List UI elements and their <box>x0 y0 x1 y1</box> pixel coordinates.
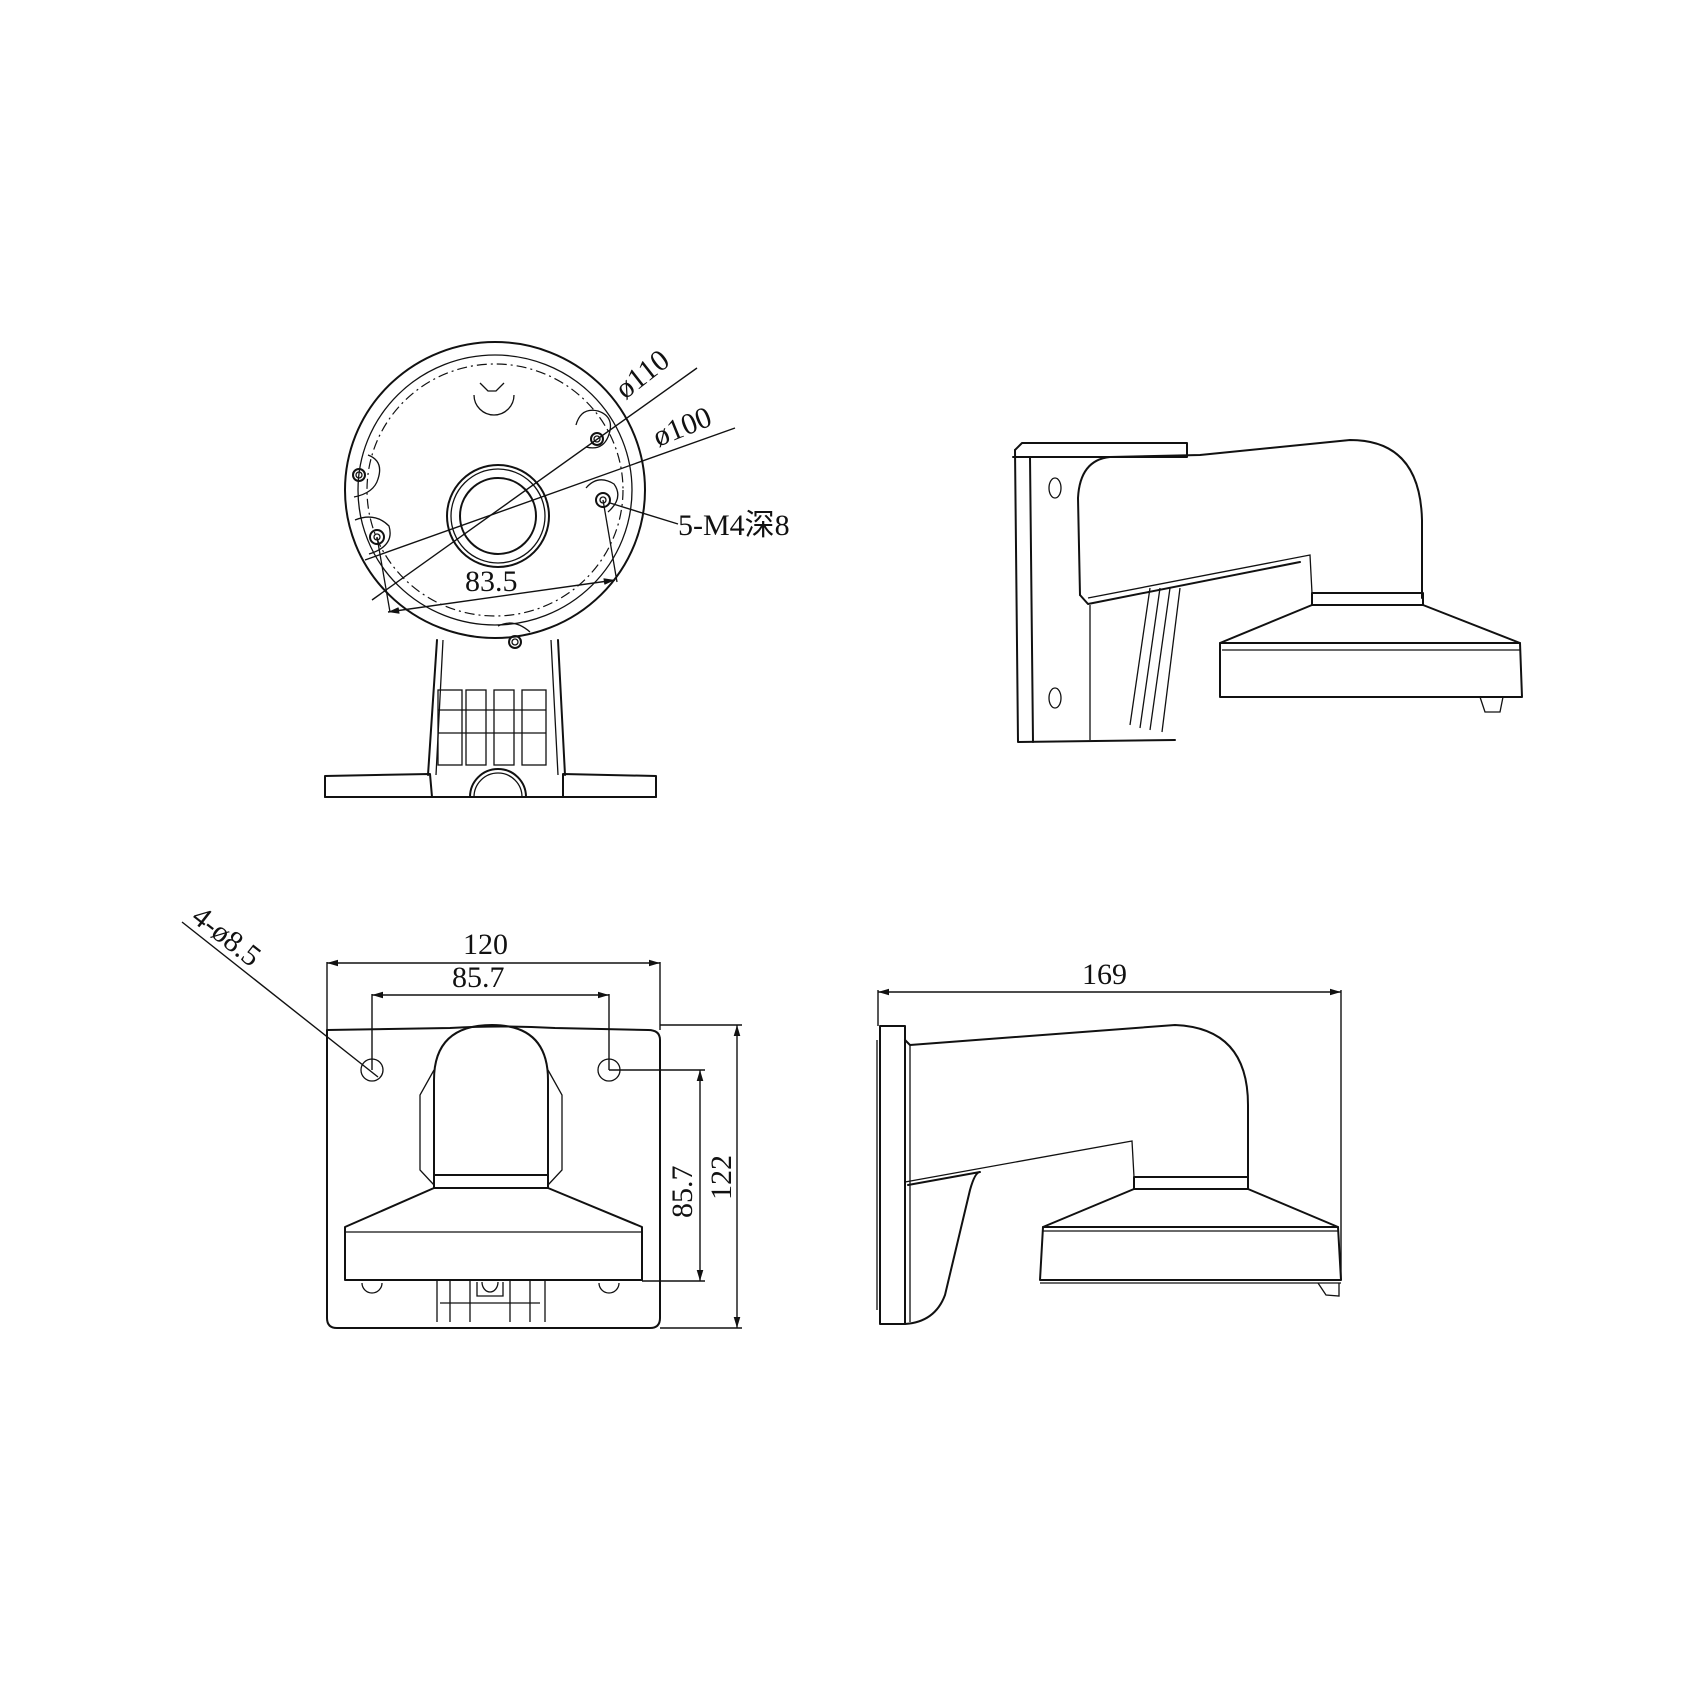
outer-ring <box>344 341 646 639</box>
label-dia-100: ø100 <box>648 400 716 453</box>
dia-100-leader <box>364 427 736 561</box>
front-view: 4-ø8.5 120 85.7 85.7 122 <box>181 900 742 1329</box>
label-169: 169 <box>1082 958 1127 991</box>
conduit-inner <box>459 477 537 555</box>
label-85-7-h: 85.7 <box>452 961 505 994</box>
iso-view <box>1012 439 1523 743</box>
label-dia-110: ø110 <box>609 343 676 405</box>
label-screw-spec: 5-M4深8 <box>678 509 790 542</box>
screw-leader <box>609 502 679 525</box>
top-view: ø110 ø100 83.5 5-M4深8 <box>324 341 790 798</box>
bolt-circle <box>366 363 624 617</box>
label-83-5: 83.5 <box>465 565 518 598</box>
inner-ring <box>357 354 633 626</box>
top-notch <box>473 394 515 416</box>
label-85-7-v: 85.7 <box>666 1166 699 1219</box>
label-4-holes: 4-ø8.5 <box>186 900 267 974</box>
dia-110-leader <box>371 367 698 601</box>
screw-holes <box>352 432 611 649</box>
label-122: 122 <box>705 1155 738 1200</box>
wall-plate-side <box>879 1025 906 1325</box>
wall-plate <box>326 1025 661 1329</box>
hole-leader <box>181 921 379 1078</box>
dim-83-5 <box>387 578 616 614</box>
stand <box>324 639 657 798</box>
label-120: 120 <box>463 928 508 961</box>
side-view: 169 <box>876 958 1342 1325</box>
conduit-outer <box>446 464 550 568</box>
